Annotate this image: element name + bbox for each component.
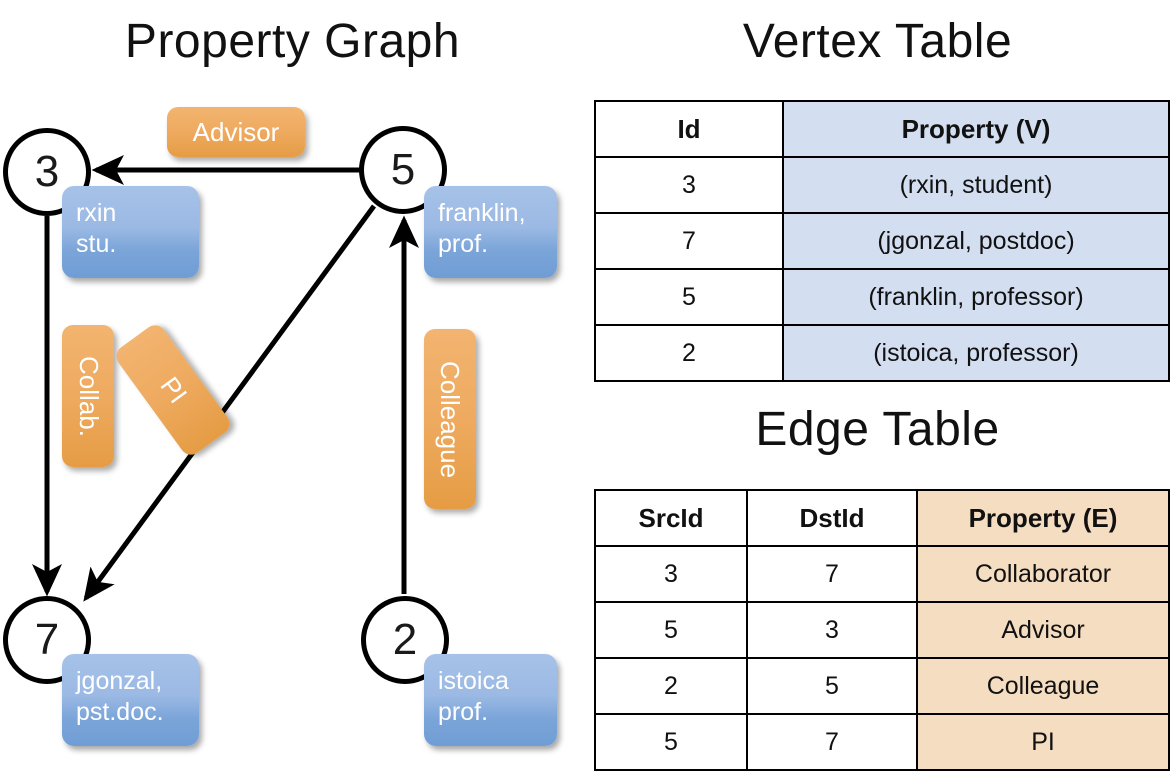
edge-cell-property: Colleague bbox=[916, 657, 1170, 715]
table-row[interactable]: 5 7 PI bbox=[594, 713, 1170, 771]
prop-line: stu. bbox=[76, 230, 117, 259]
vertex-col-property: Property (V) bbox=[782, 100, 1170, 158]
edge-cell-property: PI bbox=[916, 713, 1170, 771]
edge-cell-dstid: 3 bbox=[746, 601, 918, 659]
edge-col-property: Property (E) bbox=[916, 489, 1170, 547]
edge-cell-property: Collaborator bbox=[916, 545, 1170, 603]
table-row[interactable]: 5 3 Advisor bbox=[594, 601, 1170, 659]
vertex-cell-property: (franklin, professor) bbox=[782, 268, 1170, 326]
edge-cell-property: Advisor bbox=[916, 601, 1170, 659]
vertex-col-id: Id bbox=[594, 100, 784, 158]
vertex-cell-id: 5 bbox=[594, 268, 784, 326]
vertex-table-title: Vertex Table bbox=[742, 15, 1013, 68]
edge-col-srcid: SrcId bbox=[594, 489, 748, 547]
graph-node-7-property: jgonzal, pst.doc. bbox=[62, 654, 199, 746]
edge-cell-dstid: 7 bbox=[746, 545, 918, 603]
edge-label-text: Collab. bbox=[73, 355, 104, 437]
vertex-table: Id Property (V) 3 (rxin, student) 7 (jgo… bbox=[594, 100, 1170, 382]
table-row[interactable]: 2 (istoica, professor) bbox=[594, 324, 1170, 382]
vertex-cell-property: (istoica, professor) bbox=[782, 324, 1170, 382]
edge-cell-dstid: 7 bbox=[746, 713, 918, 771]
table-row[interactable]: 7 (jgonzal, postdoc) bbox=[594, 212, 1170, 270]
graph-edges bbox=[32, 155, 419, 602]
vertex-cell-property: (rxin, student) bbox=[782, 156, 1170, 214]
graph-node-2-property: istoica prof. bbox=[424, 654, 557, 746]
prop-line: jgonzal, bbox=[76, 667, 163, 695]
property-graph-panel: Property Graph 3 rxin stu. 5 franklin, p… bbox=[0, 0, 585, 760]
vertex-cell-id: 2 bbox=[594, 324, 784, 382]
edge-col-dstid: DstId bbox=[746, 489, 918, 547]
edge-cell-dstid: 5 bbox=[746, 657, 918, 715]
table-header-row: Id Property (V) bbox=[594, 100, 1170, 158]
prop-line: pst.doc. bbox=[76, 698, 164, 727]
edge-label-text: PI bbox=[154, 370, 193, 409]
table-row[interactable]: 5 (franklin, professor) bbox=[594, 268, 1170, 326]
table-row[interactable]: 2 5 Colleague bbox=[594, 657, 1170, 715]
edge-label-collab: Collab. bbox=[62, 325, 114, 467]
graph-node-5-label: 5 bbox=[390, 145, 416, 194]
table-row[interactable]: 3 7 Collaborator bbox=[594, 545, 1170, 603]
table-row[interactable]: 3 (rxin, student) bbox=[594, 156, 1170, 214]
graph-node-7-label: 7 bbox=[34, 615, 60, 664]
graph-node-3-label: 3 bbox=[34, 147, 60, 196]
prop-line: prof. bbox=[438, 698, 489, 727]
prop-line: prof. bbox=[438, 230, 489, 259]
vertex-cell-property: (jgonzal, postdoc) bbox=[782, 212, 1170, 270]
graph-node-2-label: 2 bbox=[392, 615, 418, 664]
edge-cell-srcid: 3 bbox=[594, 545, 748, 603]
edge-table-title: Edge Table bbox=[755, 403, 1000, 456]
graph-node-2[interactable] bbox=[361, 596, 449, 684]
edge-label-advisor: Advisor bbox=[167, 107, 305, 157]
edge-cell-srcid: 2 bbox=[594, 657, 748, 715]
edge-label-colleague: Colleague bbox=[424, 329, 476, 509]
vertex-cell-id: 3 bbox=[594, 156, 784, 214]
graph-node-5-property: franklin, prof. bbox=[424, 186, 557, 278]
edge-cell-srcid: 5 bbox=[594, 713, 748, 771]
prop-line: franklin, bbox=[438, 199, 526, 227]
table-header-row: SrcId DstId Property (E) bbox=[594, 489, 1170, 547]
prop-line: rxin bbox=[76, 199, 117, 227]
graph-node-3-property: rxin stu. bbox=[62, 186, 199, 278]
property-graph-title: Property Graph bbox=[124, 15, 461, 68]
prop-line: istoica bbox=[438, 667, 509, 695]
graph-node-5[interactable] bbox=[359, 126, 447, 214]
edge-table: SrcId DstId Property (E) 3 7 Collaborato… bbox=[594, 489, 1170, 771]
edge-cell-srcid: 5 bbox=[594, 601, 748, 659]
edge-label-text: Colleague bbox=[435, 360, 466, 478]
vertex-cell-id: 7 bbox=[594, 212, 784, 270]
edge-label-text: Advisor bbox=[192, 116, 280, 147]
